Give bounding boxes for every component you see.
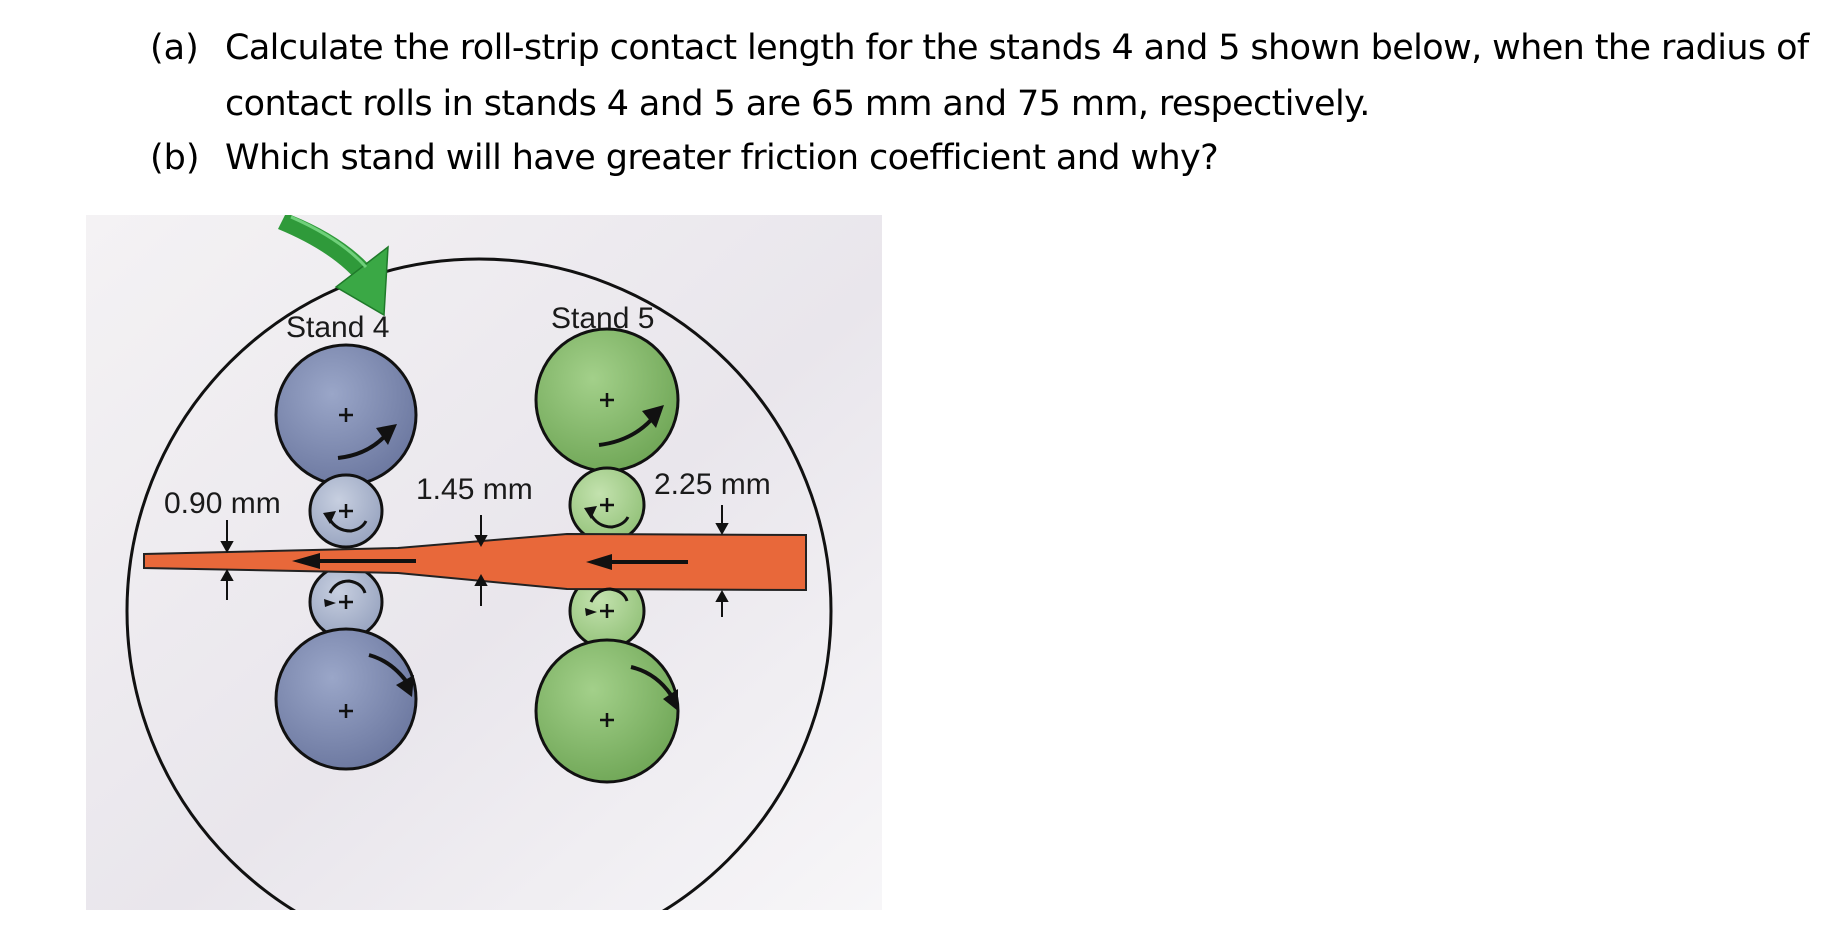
work-roll-rotation-arrow-icons <box>327 512 630 603</box>
green-curved-arrow-icon <box>278 215 389 317</box>
mill-outline-circle <box>125 257 833 910</box>
work-roll-arrowheads <box>323 506 597 616</box>
question-part-a-text: Calculate the roll-strip contact length … <box>225 28 1809 124</box>
backup-roll-arrowheads <box>376 405 678 711</box>
strip-direction-arrow-icons <box>292 553 688 570</box>
thickness-entry-label: 2.25 mm <box>654 468 771 501</box>
stand-4-label: Stand 4 <box>286 311 389 344</box>
rolling-mill-figure: Stand 4 Stand 5 0.90 mm 1.45 mm 2.25 mm <box>86 215 882 910</box>
stand-5-label: Stand 5 <box>551 302 654 335</box>
question-part-b-text: Which stand will have greater friction c… <box>225 138 1219 178</box>
question-part-b: (b) Which stand will have greater fricti… <box>150 130 1830 186</box>
stand-5-bottom-backup-roll <box>534 638 680 784</box>
thickness-exit-label: 0.90 mm <box>164 487 281 520</box>
question-part-a-label: (a) <box>150 28 199 68</box>
metal-strip <box>143 532 807 592</box>
thickness-indicator-arrows <box>220 505 729 617</box>
backup-roll-rotation-arrow-icons <box>337 418 673 697</box>
thickness-middle-label: 1.45 mm <box>416 473 533 506</box>
rolling-mill-diagram: Stand 4 Stand 5 0.90 mm 1.45 mm 2.25 mm <box>86 215 882 910</box>
question-part-b-label: (b) <box>150 138 200 178</box>
stand-4-bottom-backup-roll <box>274 627 418 771</box>
roll-center-marks <box>339 393 614 727</box>
question-part-a: (a) Calculate the roll-strip contact len… <box>150 20 1830 132</box>
